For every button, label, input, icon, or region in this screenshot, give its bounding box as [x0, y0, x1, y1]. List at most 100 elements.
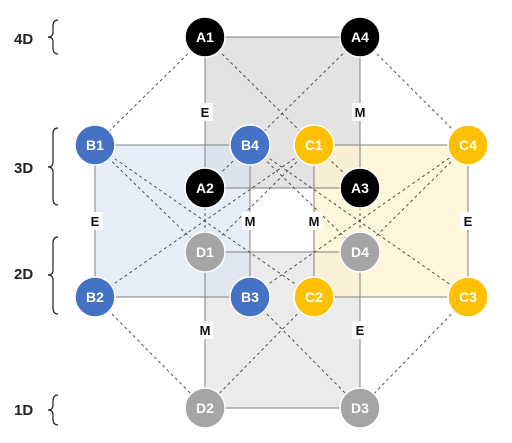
- node-d1: D1: [184, 231, 226, 273]
- node-circle: [184, 167, 226, 209]
- node-c2: C2: [293, 276, 335, 318]
- dimension-labels: 4D 3D 2D 1D: [14, 19, 59, 426]
- node-b4: B4: [229, 124, 271, 166]
- dashed-edge-b4-d4: [249, 144, 361, 253]
- dashed-edge-a1-b1: [94, 36, 206, 146]
- dim-group-2d: 2D: [14, 236, 59, 315]
- node-label: C2: [305, 289, 323, 305]
- node-d2: D2: [184, 387, 226, 429]
- edge-label-m-c1-c2: M: [306, 212, 322, 230]
- node-circle: [184, 387, 226, 429]
- edge-label-bg: [352, 321, 368, 339]
- node-b2: B2: [74, 276, 116, 318]
- edge-label-text: M: [309, 214, 320, 229]
- node-label: D1: [196, 244, 214, 260]
- edge-label-m-d1-d2: M: [197, 321, 213, 339]
- edge-label-bg: [197, 103, 213, 121]
- node-label: B4: [241, 137, 259, 153]
- node-c3: C3: [447, 276, 489, 318]
- dim-group-3d: 3D: [14, 127, 59, 206]
- edge-label-e-d4-d3: E: [352, 321, 368, 339]
- node-d3: D3: [339, 387, 381, 429]
- node-d4: D4: [339, 231, 381, 273]
- node-circle: [339, 16, 381, 58]
- node-circle: [229, 124, 271, 166]
- edge-label-text: M: [355, 105, 366, 120]
- edge-label-text: E: [201, 105, 210, 120]
- node-label: B1: [86, 137, 104, 153]
- node-label: A2: [196, 180, 214, 196]
- node-label: D2: [196, 400, 214, 416]
- node-a4: A4: [339, 16, 381, 58]
- node-b1: B1: [74, 124, 116, 166]
- node-label: D3: [351, 400, 369, 416]
- edge-label-text: M: [200, 323, 211, 338]
- node-circle: [339, 231, 381, 273]
- dim-label-2d: 2D: [14, 266, 33, 283]
- dim-label-4d: 4D: [14, 31, 33, 48]
- node-a1: A1: [184, 16, 226, 58]
- curly-brace-icon: [47, 236, 59, 315]
- dim-label-1d: 1D: [14, 402, 33, 419]
- node-circle: [293, 124, 335, 166]
- dim-label-3d: 3D: [14, 160, 33, 177]
- node-circle: [339, 167, 381, 209]
- node-a3: A3: [339, 167, 381, 209]
- edge-label-bg: [460, 212, 476, 230]
- edge-label-e-c4-c3: E: [460, 212, 476, 230]
- dim-group-1d: 1D: [14, 394, 59, 426]
- dashed-edge-b3-d3: [249, 296, 361, 409]
- dashed-edge-a1-c1: [204, 36, 315, 146]
- node-label: B2: [86, 289, 104, 305]
- node-label: C4: [459, 137, 477, 153]
- node-label: B3: [241, 289, 259, 305]
- node-label: A4: [351, 29, 369, 45]
- node-c4: C4: [447, 124, 489, 166]
- curly-brace-icon: [47, 19, 59, 55]
- edge-label-text: E: [91, 214, 100, 229]
- edge-label-bg: [306, 212, 322, 230]
- node-label: C3: [459, 289, 477, 305]
- node-circle: [184, 16, 226, 58]
- node-a2: A2: [184, 167, 226, 209]
- dashed-edge-b3-c4: [249, 144, 469, 298]
- dashed-edge-b2-c1: [94, 144, 315, 298]
- dashed-edge-b2-d2: [94, 296, 206, 409]
- dashed-edge-b1-d1: [94, 144, 206, 253]
- dashed-edge-c4-d4: [359, 144, 469, 253]
- node-label: D4: [351, 244, 369, 260]
- curly-brace-icon: [47, 127, 59, 206]
- node-b3: B3: [229, 276, 271, 318]
- edge-label-bg: [352, 103, 368, 121]
- dashed-edge-c3-d3: [359, 296, 469, 409]
- edge-label-text: E: [356, 323, 365, 338]
- node-circle: [447, 276, 489, 318]
- node-circle: [229, 276, 271, 318]
- node-circle: [74, 124, 116, 166]
- dashed-edge-a4-c4: [359, 36, 469, 146]
- node-circle: [74, 276, 116, 318]
- square-fills: [95, 37, 468, 408]
- dashed-edge-c2-d2: [204, 296, 315, 409]
- edge-label-m-a4-a3: M: [352, 103, 368, 121]
- edge-label-text: E: [464, 214, 473, 229]
- curly-brace-icon: [47, 394, 59, 426]
- dashed-edge-a4-b4: [249, 36, 361, 146]
- edge-label-m-b4-b3: M: [242, 212, 258, 230]
- node-c1: C1: [293, 124, 335, 166]
- edge-label-e-a1-a2: E: [197, 103, 213, 121]
- edge-label-bg: [87, 212, 103, 230]
- node-circle: [184, 231, 226, 273]
- node-label: A1: [196, 29, 214, 45]
- node-label: A3: [351, 180, 369, 196]
- node-circle: [293, 276, 335, 318]
- edge-label-bg: [197, 321, 213, 339]
- dashed-edge-a2-b4: [204, 144, 251, 189]
- dim-group-4d: 4D: [14, 19, 59, 55]
- edge-label-text: M: [245, 214, 256, 229]
- dashed-edge-a3-c1: [313, 144, 361, 189]
- edge-label-bg: [242, 212, 258, 230]
- node-circle: [447, 124, 489, 166]
